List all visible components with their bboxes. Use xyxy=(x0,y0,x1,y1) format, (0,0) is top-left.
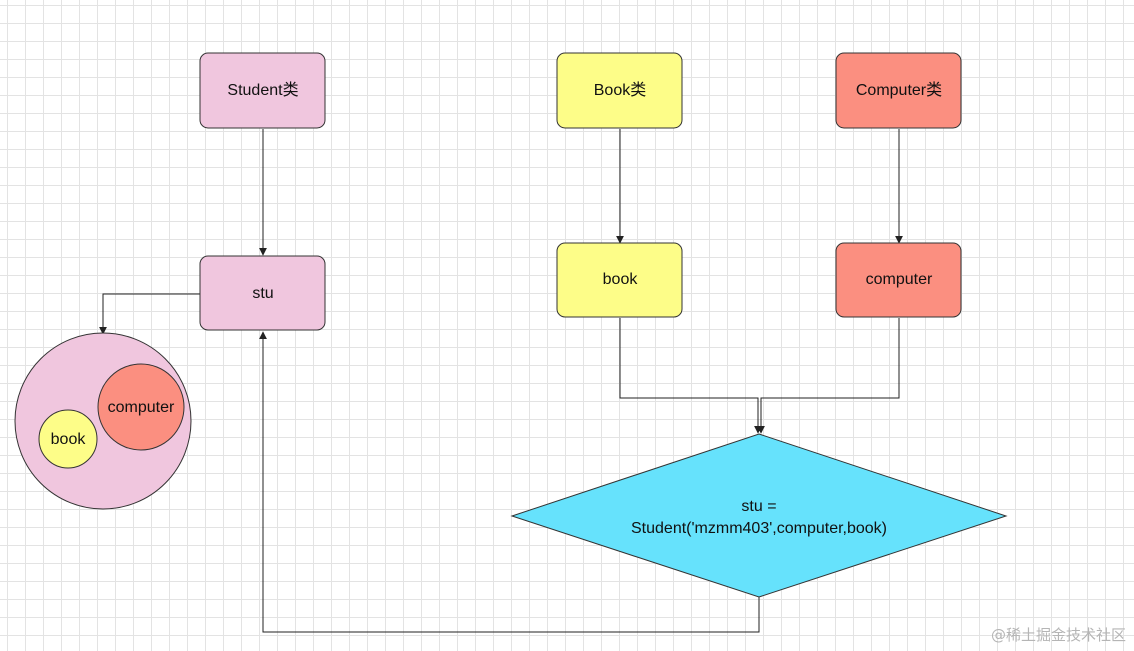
edge-statement-to-stu xyxy=(259,331,760,633)
computer-object-node: computer xyxy=(835,242,962,318)
book-object-node: book xyxy=(556,242,683,318)
book-object-box xyxy=(556,242,683,318)
computer-class-label: Computer类 xyxy=(856,81,942,99)
computer-class-node: Computer类 xyxy=(835,52,962,129)
book-class-box xyxy=(556,52,683,129)
stu-label: stu xyxy=(252,285,273,302)
edge-computer-to-statement xyxy=(757,318,900,434)
statement-diamond xyxy=(510,433,1008,598)
book-object-label: book xyxy=(603,271,639,288)
student-class-label: Student类 xyxy=(227,81,298,99)
book-inner-label: book xyxy=(51,431,87,448)
edge-book-to-statement xyxy=(619,318,762,434)
statement-line-1: stu = xyxy=(741,498,776,515)
book-class-label: Book类 xyxy=(594,81,646,99)
computer-object-box xyxy=(835,242,962,318)
stu-node: stu xyxy=(199,255,326,331)
book-class-node: Book类 xyxy=(556,52,683,129)
stu-container: computer book xyxy=(14,332,192,510)
student-class-node: Student类 xyxy=(199,52,326,129)
stu-box xyxy=(199,255,326,331)
edge-stu-to-container xyxy=(99,293,200,335)
computer-class-box xyxy=(835,52,962,129)
watermark-text: @稀土掘金技术社区 xyxy=(990,626,1126,644)
student-class-box xyxy=(199,52,326,129)
computer-inner-circle xyxy=(97,363,185,451)
statement-line-2: Student('mzmm403',computer,book) xyxy=(631,520,887,537)
book-inner-circle xyxy=(38,409,98,469)
computer-inner-label: computer xyxy=(108,399,175,416)
computer-object-label: computer xyxy=(866,271,933,288)
statement-node: stu = Student('mzmm403',computer,book) xyxy=(510,433,1008,598)
